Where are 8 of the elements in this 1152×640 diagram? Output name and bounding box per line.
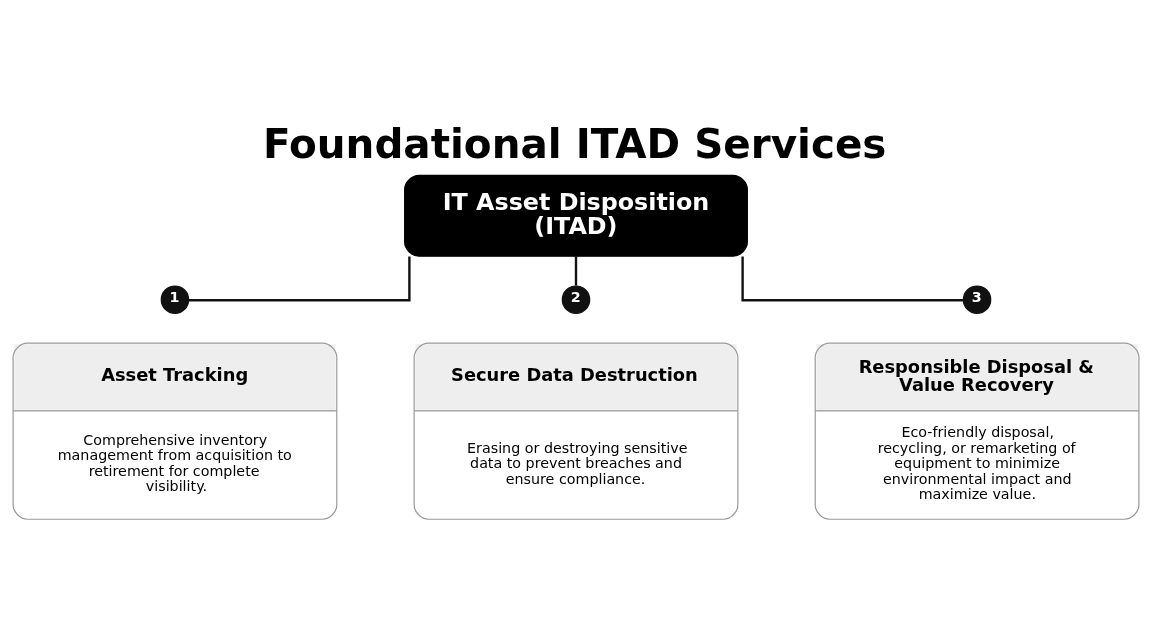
node-circle: 2 <box>561 284 591 314</box>
connector <box>188 256 411 301</box>
connector <box>574 255 578 286</box>
node-circle: 3 <box>962 284 992 314</box>
node-box: IT Asset Disposition (ITAD) <box>404 174 748 257</box>
diagram-title: Foundational ITAD Services <box>263 119 887 168</box>
node-circle: 1 <box>160 284 190 314</box>
connector <box>741 256 964 301</box>
